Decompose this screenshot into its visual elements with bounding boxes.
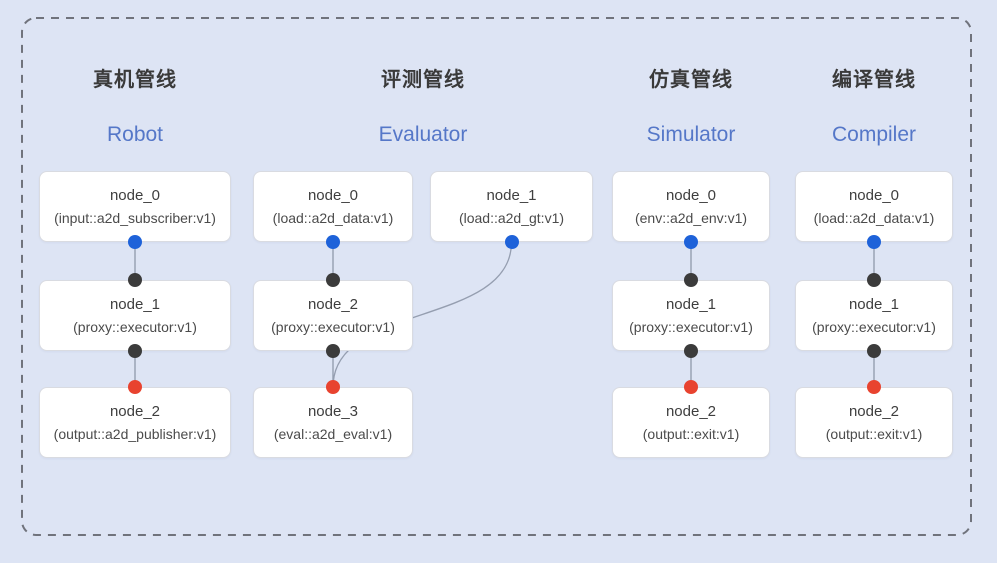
node-label: node_2 — [848, 403, 900, 420]
node-label: node_1 — [665, 296, 717, 313]
node-compiler-node_0[interactable]: node_0(load::a2d_data:v1) — [795, 171, 953, 242]
node-robot-node_0[interactable]: node_0(input::a2d_subscriber:v1) — [39, 171, 231, 242]
pipeline-title-en-compiler: Compiler — [831, 123, 917, 146]
pipeline-title-en-simulator: Simulator — [646, 123, 736, 146]
pipeline-title-cn-compiler: 编译管线 — [832, 69, 916, 91]
red-port-dot[interactable] — [128, 380, 142, 394]
node-evaluator-node_0[interactable]: node_0(load::a2d_data:v1) — [253, 171, 413, 242]
node-label: node_2 — [307, 296, 359, 313]
node-type-label: (load::a2d_data:v1) — [272, 210, 394, 226]
node-simulator-node_0[interactable]: node_0(env::a2d_env:v1) — [612, 171, 770, 242]
red-port-dot[interactable] — [684, 380, 698, 394]
node-compiler-node_1[interactable]: node_1(proxy::executor:v1) — [795, 280, 953, 351]
edge-evaluator.node_1-to-evaluator.node_3 — [332, 241, 513, 388]
node-type-label: (proxy::executor:v1) — [73, 319, 197, 335]
node-evaluator-node_1[interactable]: node_1(load::a2d_gt:v1) — [430, 171, 593, 242]
black-port-dot[interactable] — [867, 273, 881, 287]
node-type-label: (proxy::executor:v1) — [629, 319, 753, 335]
node-type-label: (output::exit:v1) — [642, 426, 740, 442]
black-port-dot[interactable] — [326, 344, 340, 358]
blue-port-dot[interactable] — [684, 235, 698, 249]
node-type-label: (output::a2d_publisher:v1) — [53, 426, 217, 442]
node-type-label: (eval::a2d_eval:v1) — [273, 426, 393, 442]
node-label: node_0 — [307, 187, 359, 204]
node-type-label: (load::a2d_gt:v1) — [458, 210, 565, 226]
node-robot-node_2[interactable]: node_2(output::a2d_publisher:v1) — [39, 387, 231, 458]
pipeline-title-en-evaluator: Evaluator — [378, 123, 468, 146]
node-type-label: (env::a2d_env:v1) — [634, 210, 748, 226]
red-port-dot[interactable] — [867, 380, 881, 394]
node-label: node_1 — [109, 296, 161, 313]
pipeline-title-cn-simulator: 仿真管线 — [649, 69, 733, 91]
node-label: node_0 — [109, 187, 161, 204]
black-port-dot[interactable] — [128, 273, 142, 287]
node-type-label: (output::exit:v1) — [825, 426, 923, 442]
blue-port-dot[interactable] — [504, 235, 519, 249]
dashed-frame — [21, 17, 972, 536]
node-label: node_2 — [665, 403, 717, 420]
pipeline-title-cn-robot: 真机管线 — [93, 69, 177, 91]
node-type-label: (load::a2d_data:v1) — [813, 210, 935, 226]
node-label: node_1 — [486, 187, 537, 204]
node-label: node_1 — [848, 296, 900, 313]
node-label: node_3 — [307, 403, 359, 420]
node-compiler-node_2[interactable]: node_2(output::exit:v1) — [795, 387, 953, 458]
black-port-dot[interactable] — [684, 344, 698, 358]
node-label: node_0 — [848, 187, 900, 204]
node-evaluator-node_3[interactable]: node_3(eval::a2d_eval:v1) — [253, 387, 413, 458]
node-evaluator-node_2[interactable]: node_2(proxy::executor:v1) — [253, 280, 413, 351]
pipeline-title-cn-evaluator: 评测管线 — [381, 69, 465, 91]
red-port-dot[interactable] — [326, 380, 340, 394]
black-port-dot[interactable] — [128, 344, 142, 358]
black-port-dot[interactable] — [684, 273, 698, 287]
pipeline-title-en-robot: Robot — [106, 123, 164, 146]
node-type-label: (proxy::executor:v1) — [271, 319, 395, 335]
blue-port-dot[interactable] — [867, 235, 881, 249]
node-simulator-node_2[interactable]: node_2(output::exit:v1) — [612, 387, 770, 458]
black-port-dot[interactable] — [326, 273, 340, 287]
node-robot-node_1[interactable]: node_1(proxy::executor:v1) — [39, 280, 231, 351]
node-label: node_2 — [109, 403, 161, 420]
blue-port-dot[interactable] — [128, 235, 142, 249]
node-label: node_0 — [665, 187, 717, 204]
blue-port-dot[interactable] — [326, 235, 340, 249]
node-type-label: (proxy::executor:v1) — [812, 319, 936, 335]
node-type-label: (input::a2d_subscriber:v1) — [54, 210, 216, 226]
node-simulator-node_1[interactable]: node_1(proxy::executor:v1) — [612, 280, 770, 351]
black-port-dot[interactable] — [867, 344, 881, 358]
